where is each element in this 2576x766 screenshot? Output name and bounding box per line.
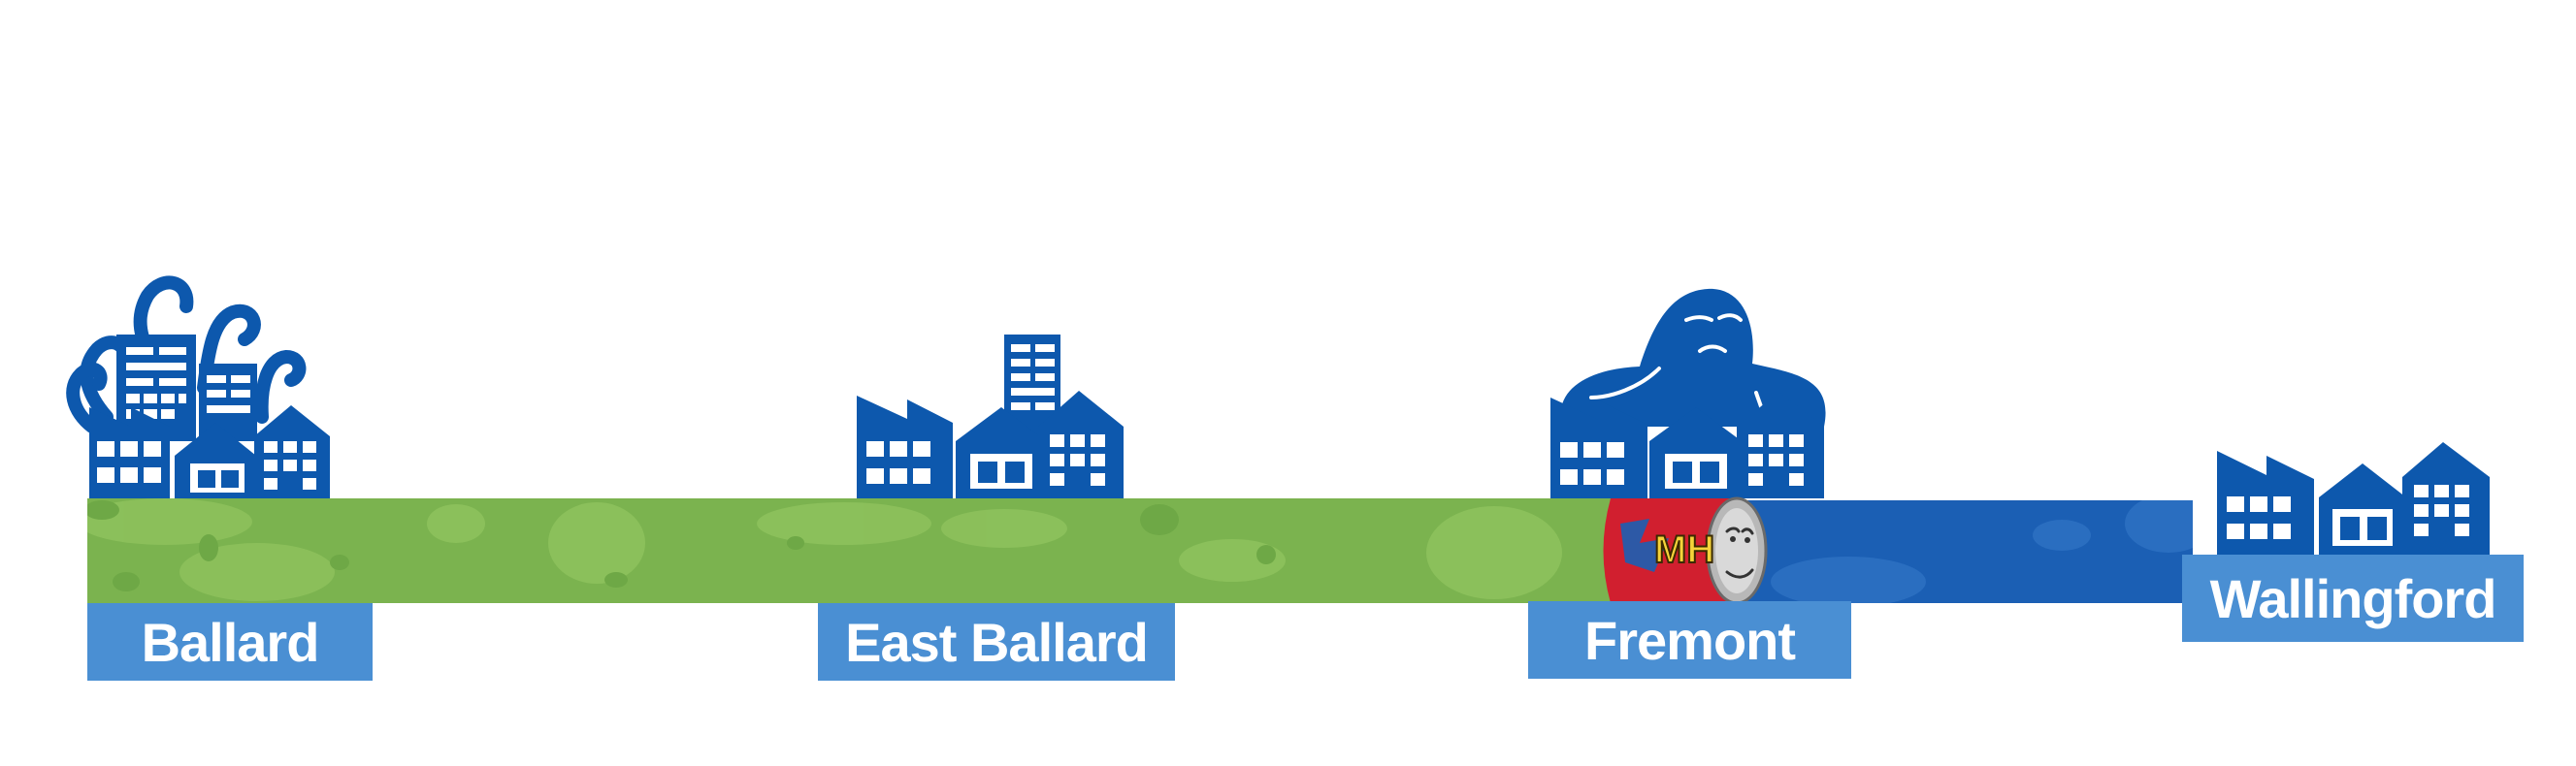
stop-label-fremont: Fremont [1528,601,1851,679]
city-skyline-icon [857,335,1124,498]
stop-label-wallingford: Wallingford [2182,555,2524,642]
factory-houses-icon [2217,442,2490,555]
completed-track [87,498,1611,603]
city-with-troll-icon [1550,288,1826,498]
remaining-track [1727,500,2193,603]
stop-label-east-ballard: East Ballard [818,603,1175,681]
city-with-tentacles-icon [66,275,330,498]
stop-label-ballard: Ballard [87,603,373,681]
can-badge-text: MH [1654,528,1714,571]
progress-marker: MH [1603,496,1768,605]
